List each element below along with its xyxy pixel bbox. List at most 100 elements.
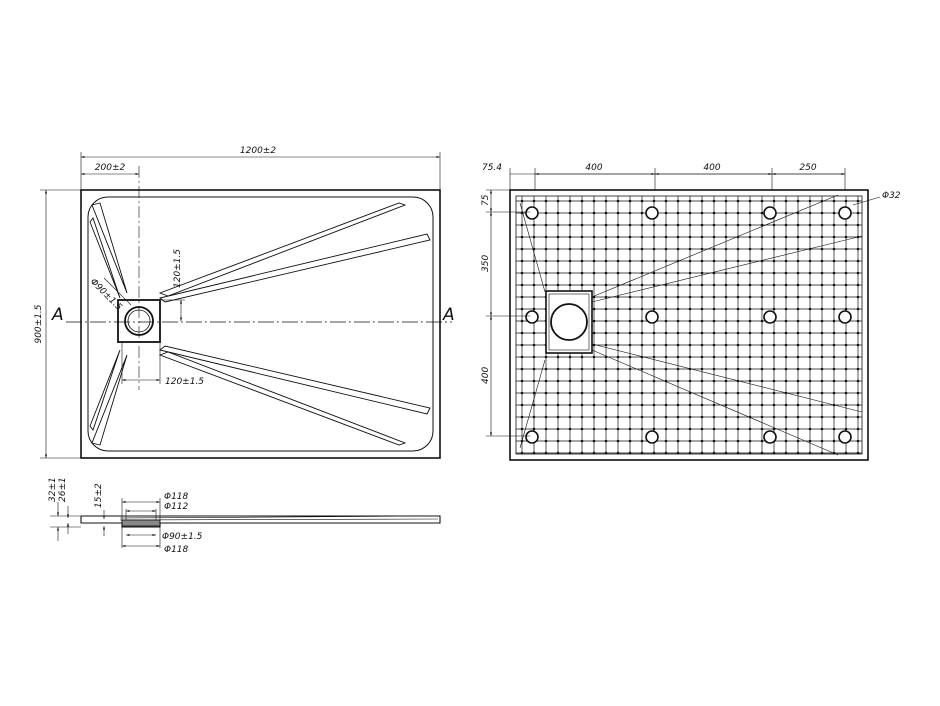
rib-node: [520, 403, 524, 407]
rib-node: [736, 307, 740, 311]
rib-node: [820, 427, 824, 431]
rib-node: [616, 271, 620, 275]
rib-node: [844, 235, 848, 239]
rib-node: [568, 403, 572, 407]
rib-node: [832, 391, 836, 395]
rib-node: [808, 355, 812, 359]
rib-node: [772, 223, 776, 227]
rib-node: [856, 439, 860, 443]
rib-node: [832, 295, 836, 299]
drain-width-label: 120±1.5: [165, 377, 204, 387]
body-height-label: 26±1: [58, 477, 68, 502]
rib-node: [544, 367, 548, 371]
rib-node: [844, 427, 848, 431]
rib-node: [784, 439, 788, 443]
rib-node: [700, 259, 704, 263]
rib-node: [688, 259, 692, 263]
rib-node: [628, 439, 632, 443]
rib-node: [688, 271, 692, 275]
total-height-label: 32±1: [48, 477, 58, 502]
rib-node: [748, 199, 752, 203]
rib-node: [688, 247, 692, 251]
drain-depth-label: 120±1.5: [173, 249, 183, 288]
foot: [763, 430, 777, 444]
rib-node: [844, 331, 848, 335]
rib-node: [688, 235, 692, 239]
rib-node: [568, 259, 572, 263]
rib-node: [664, 451, 668, 455]
rib-node: [784, 427, 788, 431]
rib-node: [832, 223, 836, 227]
rib-node: [640, 379, 644, 383]
rib-node: [676, 319, 680, 323]
rib-node: [580, 259, 584, 263]
rib-node: [676, 223, 680, 227]
rib-node: [760, 247, 764, 251]
rib-node: [676, 379, 680, 383]
rib-node: [808, 415, 812, 419]
rib-node: [820, 415, 824, 419]
rib-node: [820, 331, 824, 335]
v-span-2-label: 400: [481, 367, 491, 384]
rib-node: [676, 415, 680, 419]
rib-node: [556, 259, 560, 263]
rib-node: [784, 295, 788, 299]
rib-node: [724, 319, 728, 323]
rib-node: [736, 403, 740, 407]
rib-node: [748, 259, 752, 263]
rib-node: [724, 343, 728, 347]
outer-dia-bottom-label: Φ118: [164, 545, 189, 555]
rib-node: [760, 427, 764, 431]
rib-node: [688, 319, 692, 323]
foot: [645, 310, 659, 324]
rib-node: [796, 415, 800, 419]
rib-node: [532, 451, 536, 455]
rib-node: [652, 403, 656, 407]
rib-node: [520, 331, 524, 335]
rib-node: [748, 235, 752, 239]
rib-node: [772, 355, 776, 359]
rib-node: [580, 235, 584, 239]
rib-node: [700, 319, 704, 323]
rib-node: [760, 223, 764, 227]
rib-node: [628, 211, 632, 215]
rib-node: [760, 415, 764, 419]
rib-node: [700, 403, 704, 407]
rib-node: [700, 391, 704, 395]
rib-node: [700, 283, 704, 287]
rib-node: [640, 343, 644, 347]
rib-node: [640, 271, 644, 275]
rib-node: [652, 223, 656, 227]
rib-node: [580, 427, 584, 431]
rib-node: [844, 355, 848, 359]
rib-node: [844, 271, 848, 275]
rib-node: [556, 427, 560, 431]
rib-node: [820, 235, 824, 239]
rib-node: [724, 355, 728, 359]
rib-node: [640, 391, 644, 395]
rib-node: [760, 355, 764, 359]
rib-node: [652, 295, 656, 299]
rib-node: [628, 271, 632, 275]
rib-node: [748, 343, 752, 347]
rib-node: [520, 343, 524, 347]
rib-node: [592, 283, 596, 287]
rib-node: [784, 319, 788, 323]
rib-node: [856, 367, 860, 371]
foot: [838, 206, 852, 220]
rib-node: [592, 319, 596, 323]
rib-node: [808, 259, 812, 263]
rib-node: [784, 403, 788, 407]
rib-node: [760, 451, 764, 455]
rib-node: [832, 283, 836, 287]
rib-node: [616, 391, 620, 395]
rib-node: [652, 391, 656, 395]
rib-node: [844, 343, 848, 347]
rib-node: [700, 343, 704, 347]
rib-node: [784, 355, 788, 359]
rib-node: [616, 319, 620, 323]
rib-node: [616, 367, 620, 371]
rib-node: [700, 451, 704, 455]
rib-node: [520, 415, 524, 419]
rib-node: [736, 319, 740, 323]
